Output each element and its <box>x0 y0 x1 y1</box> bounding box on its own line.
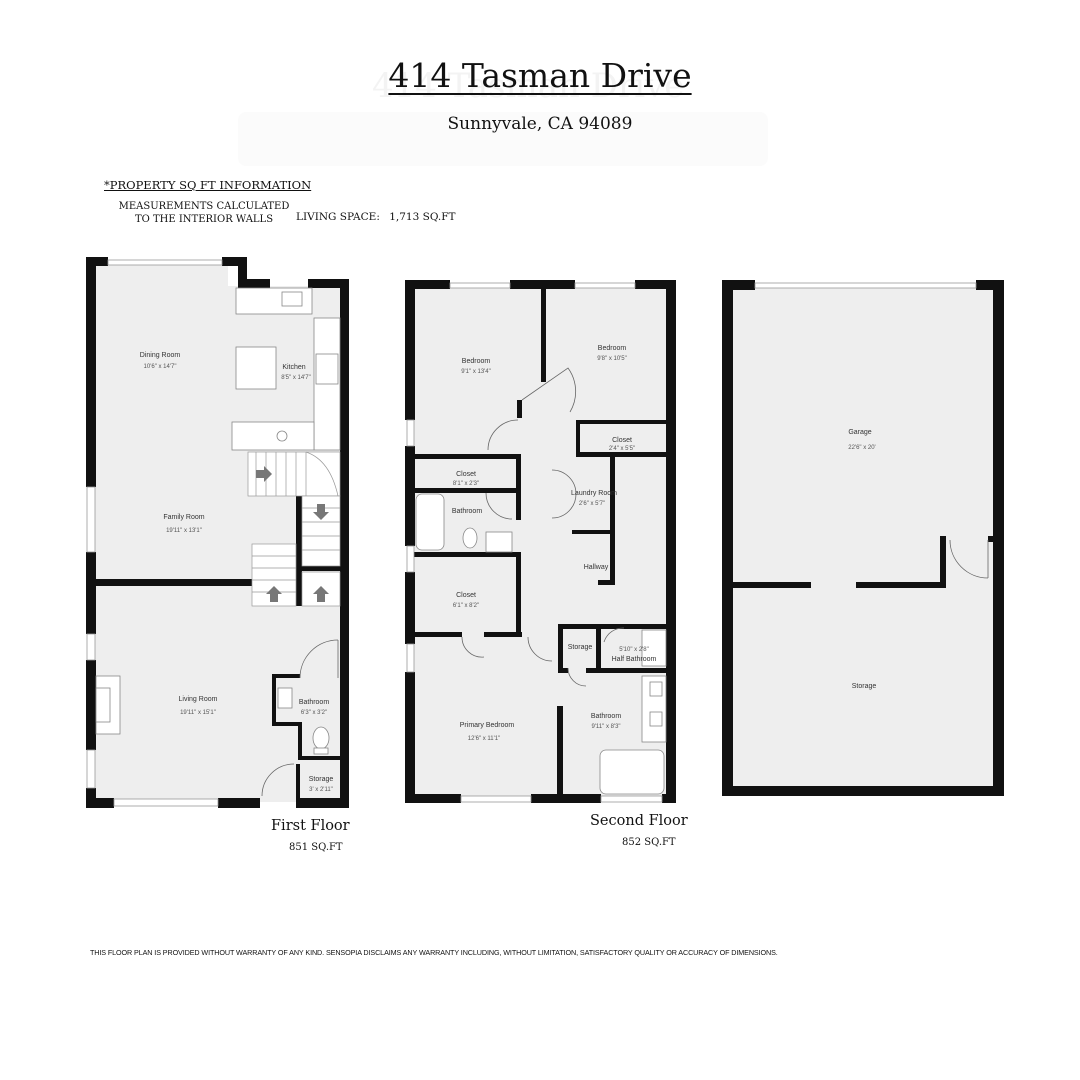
first-bathroom-label: Bathroom <box>299 699 330 706</box>
second-storage-label: Storage <box>568 644 593 651</box>
first-floor-name: First Floor <box>271 818 350 834</box>
dining-room-label: Dining Room <box>140 352 181 359</box>
first-storage-label: Storage <box>309 776 334 783</box>
watermark-ghost-bar <box>238 112 768 166</box>
property-city: Sunnyvale, CA 94089 <box>447 114 633 134</box>
first-storage-dims: 3' x 2'11" <box>309 787 333 793</box>
bedroom2-dims: 9'8" x 10'5" <box>597 356 627 362</box>
garage-label: Garage <box>848 429 871 436</box>
living-space: LIVING SPACE: 1,713 SQ.FT <box>296 211 456 223</box>
disclaimer: THIS FLOOR PLAN IS PROVIDED WITHOUT WARR… <box>90 948 778 957</box>
sqft-info-title: *PROPERTY SQ FT INFORMATION <box>104 178 312 192</box>
closet-a-dims: 2'4" x 5'5" <box>609 446 635 452</box>
half-bath-dims: 5'10" x 2'8" <box>619 647 649 653</box>
garage-dims: 22'6" x 20' <box>848 445 875 451</box>
laundry-dims: 2'6" x 5'7" <box>579 501 605 507</box>
garage-plan: Garage 22'6" x 20' Storage <box>722 280 1004 796</box>
family-room-dims: 19'11" x 13'1" <box>166 528 202 534</box>
measurement-note: MEASUREMENTS CALCULATED TO THE INTERIOR … <box>116 200 292 226</box>
family-room-label: Family Room <box>163 514 204 521</box>
kitchen-label: Kitchen <box>282 364 305 371</box>
bathroom-label: Bathroom <box>452 508 483 515</box>
first-floor-plan: Dining Room 10'6" x 14'7" Kitchen 8'5" x… <box>86 257 349 808</box>
second-floor-sqft: 852 SQ.FT <box>622 837 676 848</box>
second-floor-plan: Bedroom 9'1" x 13'4" Bedroom 9'8" x 10'5… <box>405 280 676 803</box>
bathroom2-dims: 9'11" x 8'3" <box>591 724 620 730</box>
second-floor-name: Second Floor <box>590 813 688 829</box>
hallway-label: Hallway <box>584 564 609 571</box>
measurement-note-line1: MEASUREMENTS CALCULATED <box>118 201 290 212</box>
living-room-dims: 19'11" x 15'1" <box>180 710 216 716</box>
half-bath-label: Half Bathroom <box>612 656 657 663</box>
living-room-label: Living Room <box>179 696 218 703</box>
watermark-ghost: 414 Tasman Drive <box>372 66 685 106</box>
closet-b-dims: 8'1" x 2'3" <box>453 481 479 487</box>
property-address: 414 Tasman Drive <box>388 56 692 95</box>
first-floor-sqft: 851 SQ.FT <box>289 842 343 853</box>
bathroom2-label: Bathroom <box>591 713 622 720</box>
primary-bedroom-label: Primary Bedroom <box>460 722 515 729</box>
bedroom1-label: Bedroom <box>462 358 491 365</box>
closet-a-label: Closet <box>612 437 632 444</box>
laundry-label: Laundry Room <box>571 490 617 497</box>
kitchen-dims: 8'5" x 14'7" <box>281 375 311 381</box>
dining-room-dims: 10'6" x 14'7" <box>144 364 177 370</box>
closet-b-label: Closet <box>456 471 476 478</box>
bedroom2-label: Bedroom <box>598 345 627 352</box>
living-space-value: 1,713 SQ.FT <box>389 211 456 223</box>
measurement-note-line2: TO THE INTERIOR WALLS <box>134 214 274 225</box>
bedroom1-dims: 9'1" x 13'4" <box>461 369 491 375</box>
garage-storage-label: Storage <box>852 683 877 690</box>
closet-c-dims: 6'1" x 8'2" <box>453 603 479 609</box>
first-bathroom-dims: 6'3" x 3'2" <box>301 710 327 716</box>
primary-bedroom-dims: 12'6" x 11'1" <box>468 736 500 742</box>
living-space-label: LIVING SPACE: <box>296 211 380 223</box>
closet-c-label: Closet <box>456 592 476 599</box>
